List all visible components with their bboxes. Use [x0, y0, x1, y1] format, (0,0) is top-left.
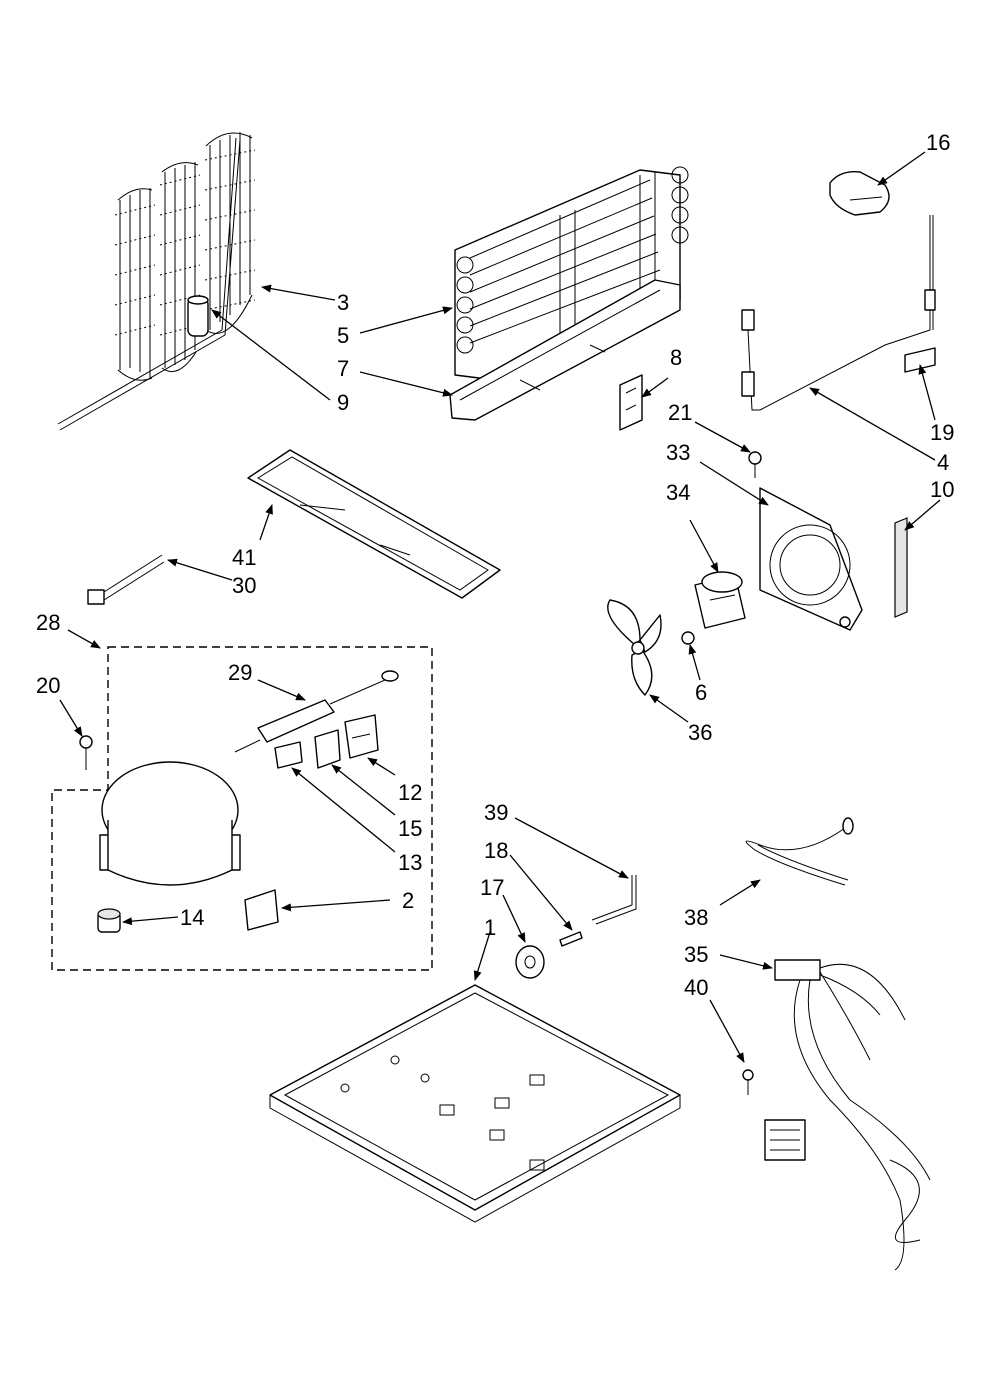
callout-1: 1 — [484, 915, 496, 940]
filter-drier — [234, 670, 399, 753]
callout-35: 35 — [684, 942, 708, 967]
callout-8: 8 — [670, 345, 682, 370]
clip — [619, 374, 643, 431]
callout-10: 10 — [930, 477, 954, 502]
start-relay — [314, 729, 341, 769]
callout-21: 21 — [668, 400, 692, 425]
gasket-strip — [894, 517, 908, 618]
callout-2: 2 — [402, 888, 414, 913]
evaporator — [454, 166, 689, 381]
bolt — [79, 735, 93, 770]
cover — [829, 171, 890, 216]
screw — [748, 451, 762, 478]
callout-39: 39 — [484, 800, 508, 825]
drain-trough — [449, 279, 681, 421]
overload-relay — [344, 714, 379, 759]
callout-6: 6 — [695, 680, 707, 705]
callout-20: 20 — [36, 673, 60, 698]
callout-9: 9 — [337, 390, 349, 415]
callout-28: 28 — [36, 610, 60, 635]
callout-38: 38 — [684, 905, 708, 930]
sensor-harness — [741, 215, 936, 411]
callout-15: 15 — [398, 816, 422, 841]
drain-hose — [745, 817, 854, 886]
callout-19: 19 — [930, 420, 954, 445]
condenser-coil — [57, 132, 256, 431]
callout-30: 30 — [232, 573, 256, 598]
fan-shroud — [759, 487, 863, 631]
callout-36: 36 — [688, 720, 712, 745]
grommet — [97, 908, 121, 933]
base-frame — [269, 984, 681, 1223]
callout-4: 4 — [937, 450, 949, 475]
pin — [559, 931, 583, 947]
callout-34: 34 — [666, 480, 690, 505]
leader-lines — [59, 151, 941, 1063]
callout-40: 40 — [684, 975, 708, 1000]
callout-3: 3 — [337, 290, 349, 315]
drain-pan — [247, 449, 501, 599]
wheel — [515, 945, 545, 979]
fan-motor — [694, 571, 746, 629]
capacitor — [244, 889, 279, 931]
cable-tie — [87, 554, 165, 605]
callout-18: 18 — [484, 838, 508, 863]
callout-33: 33 — [666, 440, 690, 465]
callout-29: 29 — [228, 660, 252, 685]
callout-14: 14 — [180, 905, 204, 930]
callout-12: 12 — [398, 780, 422, 805]
wire-harness — [742, 959, 931, 1271]
spacer — [187, 295, 209, 337]
callout-5: 5 — [337, 323, 349, 348]
callout-labels: 3 5 7 9 8 16 19 4 21 33 10 34 6 36 41 30… — [36, 130, 954, 1000]
callout-17: 17 — [480, 875, 504, 900]
fan-blade — [607, 599, 662, 696]
compressor — [99, 761, 241, 886]
callout-41: 41 — [232, 545, 256, 570]
nut — [681, 631, 695, 645]
tube — [591, 875, 637, 925]
callout-13: 13 — [398, 850, 422, 875]
bracket — [904, 347, 936, 373]
callout-16: 16 — [926, 130, 950, 155]
callout-7: 7 — [337, 356, 349, 381]
terminal-connector — [274, 741, 303, 769]
